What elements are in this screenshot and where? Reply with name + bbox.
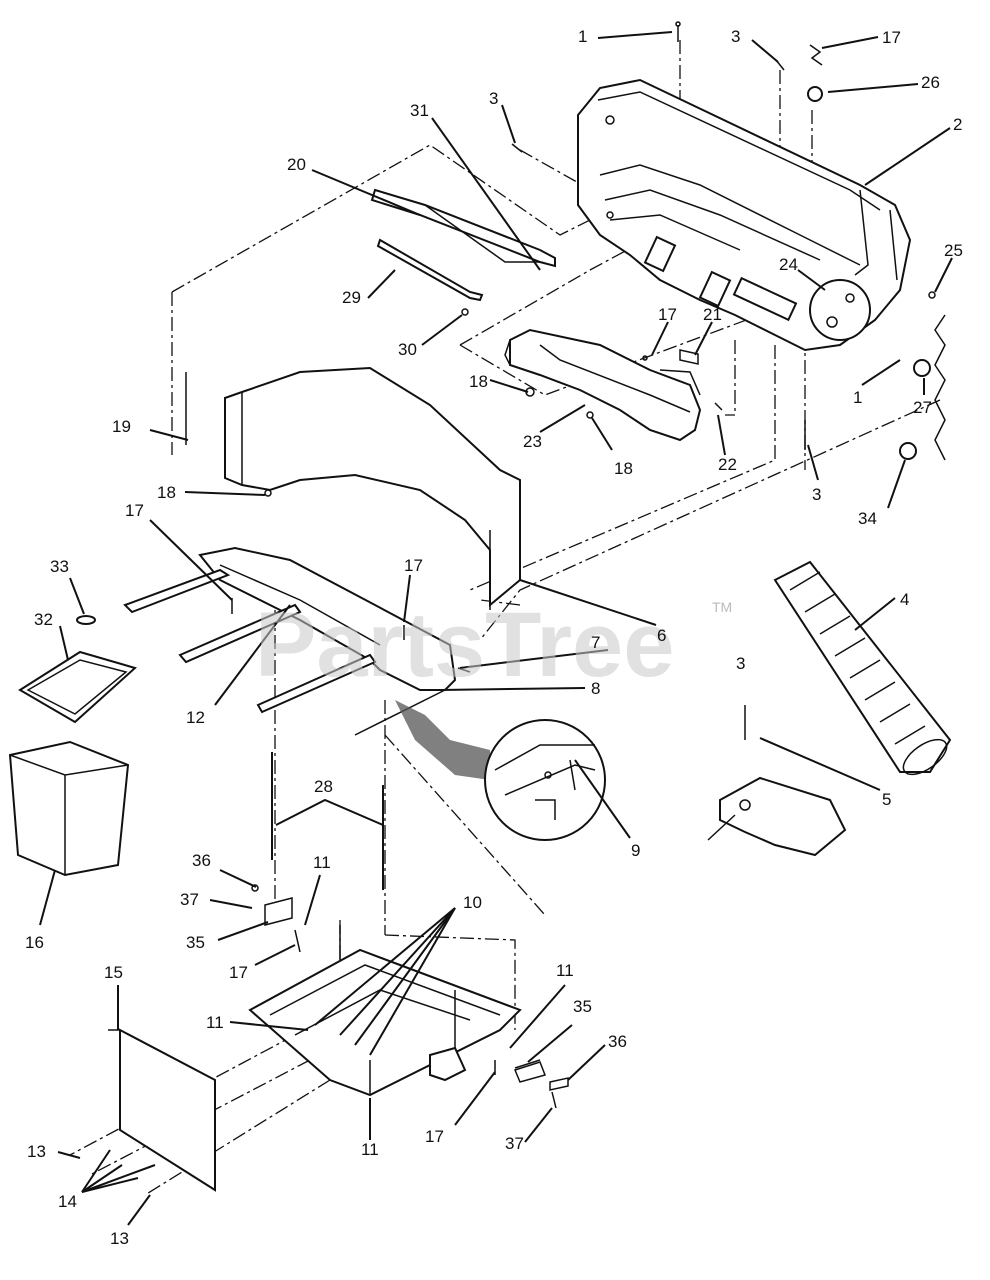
callout-32: 32 [34, 610, 53, 629]
callout-28: 28 [314, 777, 333, 796]
watermark-text: PartsTree [255, 594, 674, 696]
callout-11: 11 [361, 1140, 379, 1159]
callout-35: 35 [186, 933, 205, 952]
callout-21: 21 [703, 305, 722, 324]
callout-3: 3 [489, 89, 498, 108]
callout-8: 8 [591, 679, 600, 698]
callout-5: 5 [882, 790, 891, 809]
rods [251, 752, 384, 953]
callout-24: 24 [779, 255, 798, 274]
callout-11: 11 [556, 961, 574, 980]
callout-17: 17 [882, 28, 901, 47]
callout-27: 27 [913, 398, 932, 417]
callout-37: 37 [505, 1134, 524, 1153]
bag-lid [18, 615, 138, 724]
callout-22: 22 [718, 455, 737, 474]
grass-bin [8, 740, 130, 877]
watermark: PartsTree TM [255, 594, 732, 696]
callout-17: 17 [404, 556, 423, 575]
flex-hose [773, 560, 952, 776]
chute-tube [504, 328, 723, 442]
callout-10: 10 [463, 893, 482, 912]
callout-3: 3 [731, 27, 740, 46]
callout-17: 17 [425, 1127, 444, 1146]
callout-18: 18 [157, 483, 176, 502]
callout-34: 34 [858, 509, 877, 528]
rails [370, 188, 556, 316]
callout-29: 29 [342, 288, 361, 307]
callout-20: 20 [287, 155, 306, 174]
leader-lines [39, 31, 953, 1226]
callout-25: 25 [944, 241, 963, 260]
callout-14: 14 [58, 1192, 77, 1211]
callout-35: 35 [573, 997, 592, 1016]
chute-housing [577, 78, 912, 352]
callout-4: 4 [900, 590, 909, 609]
callout-17: 17 [125, 501, 144, 520]
lower-frame [108, 925, 569, 1192]
callout-30: 30 [398, 340, 417, 359]
mesh-detail [395, 700, 606, 841]
callout-2: 2 [953, 115, 962, 134]
callout-36: 36 [608, 1032, 627, 1051]
callout-31: 31 [410, 101, 429, 120]
hardware-top [511, 21, 823, 153]
callout-17: 17 [658, 305, 677, 324]
callout-16: 16 [25, 933, 44, 952]
callout-17: 17 [229, 963, 248, 982]
watermark-trademark: TM [712, 599, 732, 615]
callout-13: 13 [110, 1229, 129, 1248]
bag-baffle [185, 366, 521, 610]
callout-12: 12 [186, 708, 205, 727]
callout-1: 1 [853, 388, 862, 407]
callout-18: 18 [469, 372, 488, 391]
hose-adapter [707, 705, 847, 857]
callout-13: 13 [27, 1142, 46, 1161]
callout-19: 19 [112, 417, 131, 436]
callout-26: 26 [921, 73, 940, 92]
callout-11: 11 [313, 853, 331, 872]
callout-11: 11 [206, 1013, 224, 1032]
hardware-right [804, 291, 946, 461]
callout-6: 6 [657, 626, 666, 645]
callout-23: 23 [523, 432, 542, 451]
callout-3: 3 [736, 654, 745, 673]
callout-labels: 1 3 17 26 2 3 31 20 29 30 24 25 17 21 18… [25, 27, 963, 1248]
callout-18: 18 [614, 459, 633, 478]
callout-37: 37 [180, 890, 199, 909]
bag-frame [123, 546, 471, 736]
callout-33: 33 [50, 557, 69, 576]
callout-9: 9 [631, 841, 640, 860]
callout-1: 1 [578, 27, 587, 46]
callout-3: 3 [812, 485, 821, 504]
callout-36: 36 [192, 851, 211, 870]
callout-15: 15 [104, 963, 123, 982]
callout-7: 7 [591, 633, 600, 652]
